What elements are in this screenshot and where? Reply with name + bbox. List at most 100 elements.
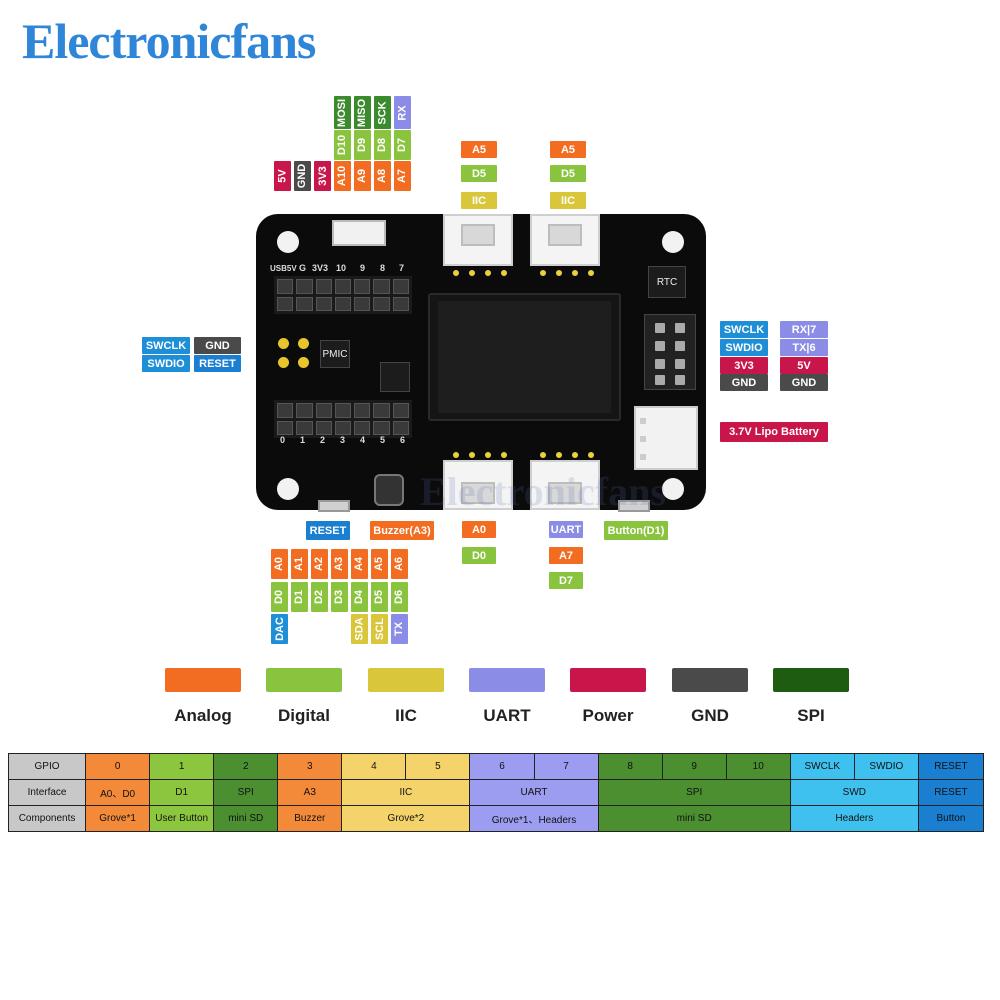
swd-pin-header <box>644 314 696 390</box>
grove-port-top-1 <box>443 214 513 266</box>
table-cell: 2 <box>213 753 279 780</box>
legend-swatch-uart <box>469 668 545 692</box>
left-swdio-label: SWDIO <box>142 355 190 372</box>
silk-4: 4 <box>360 435 366 445</box>
reset-label: RESET <box>306 521 350 540</box>
silk-8: 8 <box>380 263 386 273</box>
legend-label-spi: SPI <box>797 706 825 725</box>
label-sck: SCK <box>374 96 391 129</box>
label-a2: A2 <box>311 549 328 579</box>
legend-swatch-power <box>570 668 646 692</box>
legend-label-gnd: GND <box>691 706 729 725</box>
table-cell: A3 <box>277 779 343 806</box>
pad-dot <box>298 357 309 368</box>
table-cell: 6 <box>469 753 535 780</box>
label-miso: MISO <box>354 96 371 129</box>
label-d4: D4 <box>351 582 368 612</box>
table-row-gpio: GPIO 0 1 2 3 4 5 6 7 8 9 10 SWCLK SWDIO … <box>7 753 985 780</box>
top-pin-header <box>274 276 412 314</box>
table-cell: 4 <box>341 753 407 780</box>
label-a10: A10 <box>334 161 351 191</box>
right-5v-label: 5V <box>780 357 828 374</box>
pad-dot <box>278 357 289 368</box>
grove1-analog-label: A5 <box>461 141 497 158</box>
table-cell: SPI <box>597 779 791 806</box>
gpio-table: GPIO 0 1 2 3 4 5 6 7 8 9 10 SWCLK SWDIO … <box>7 753 985 832</box>
right-gnd1-label: GND <box>720 374 768 391</box>
battery-connector <box>634 406 698 470</box>
table-cell: 10 <box>725 753 791 780</box>
table-cell: RESET <box>917 753 985 780</box>
table-cell: 0 <box>85 753 151 780</box>
right-3v3-label: 3V3 <box>720 357 768 374</box>
grove-uart-label: UART <box>549 521 583 538</box>
legend-label-power: Power <box>582 706 634 725</box>
table-cell: SWCLK <box>789 753 855 780</box>
grove2-analog-label: A5 <box>550 141 586 158</box>
legend-swatch-digital <box>266 668 342 692</box>
right-swdio-label: SWDIO <box>720 339 768 356</box>
table-cell: SWD <box>789 779 919 806</box>
pad-dot <box>298 338 309 349</box>
grove1-iic-label: IIC <box>461 192 497 209</box>
silk-g: G <box>299 263 307 273</box>
label-a0: A0 <box>271 549 288 579</box>
battery-label: 3.7V Lipo Battery <box>720 422 828 442</box>
silk-7: 7 <box>399 263 405 273</box>
power-switch[interactable] <box>332 220 386 246</box>
silk-6: 6 <box>400 435 406 445</box>
grove-port-top-2 <box>530 214 600 266</box>
table-cell: 3 <box>277 753 343 780</box>
table-cell: IIC <box>341 779 471 806</box>
ic-chip <box>380 362 410 392</box>
table-cell: Grove*2 <box>341 805 471 832</box>
label-d1: D1 <box>291 582 308 612</box>
left-gnd-label: GND <box>194 337 241 354</box>
silk-3v3: 3V3 <box>312 263 329 273</box>
grove-d7-label: D7 <box>549 572 583 589</box>
table-cell: 7 <box>533 753 599 780</box>
reset-button[interactable] <box>318 500 350 512</box>
legend-label-analog: Analog <box>174 706 232 725</box>
table-cell: mini SD <box>597 805 791 832</box>
lcd-screen <box>428 293 621 421</box>
label-d10: D10 <box>334 130 351 160</box>
grove-a7-label: A7 <box>549 547 583 564</box>
label-gnd: GND <box>294 161 311 191</box>
silk-usb5v: USB5V <box>270 264 297 273</box>
label-3v3: 3V3 <box>314 161 331 191</box>
silk-0: 0 <box>280 435 286 445</box>
label-a7: A7 <box>394 161 411 191</box>
table-cell: UART <box>469 779 599 806</box>
label-scl: SCL <box>371 614 388 644</box>
table-cell: SPI <box>213 779 279 806</box>
silk-2: 2 <box>320 435 326 445</box>
right-gnd2-label: GND <box>780 374 828 391</box>
silk-9: 9 <box>360 263 366 273</box>
table-cell: 5 <box>405 753 471 780</box>
grove-port-bottom-1 <box>443 460 513 510</box>
label-a4: A4 <box>351 549 368 579</box>
watermark: Electronicfans <box>420 469 666 514</box>
user-button[interactable] <box>618 500 650 512</box>
legend-label-digital: Digital <box>278 706 330 725</box>
left-swclk-label: SWCLK <box>142 337 190 354</box>
table-cell: Button <box>917 805 985 832</box>
mount-hole <box>662 478 684 500</box>
label-d6: D6 <box>391 582 408 612</box>
buzzer-label: Buzzer(A3) <box>370 521 434 540</box>
table-cell: 8 <box>597 753 663 780</box>
legend-label-uart: UART <box>483 706 531 725</box>
label-d8: D8 <box>374 130 391 160</box>
label-rx: RX <box>394 96 411 129</box>
label-5v: 5V <box>274 161 291 191</box>
table-row-components: Components Grove*1 User Button mini SD B… <box>7 805 985 832</box>
label-sda: SDA <box>351 614 368 644</box>
table-cell: Buzzer <box>277 805 343 832</box>
label-a5: A5 <box>371 549 388 579</box>
mount-hole <box>662 231 684 253</box>
legend-swatch-gnd <box>672 668 748 692</box>
label-a1: A1 <box>291 549 308 579</box>
table-cell: 1 <box>149 753 215 780</box>
silk-1: 1 <box>300 435 306 445</box>
